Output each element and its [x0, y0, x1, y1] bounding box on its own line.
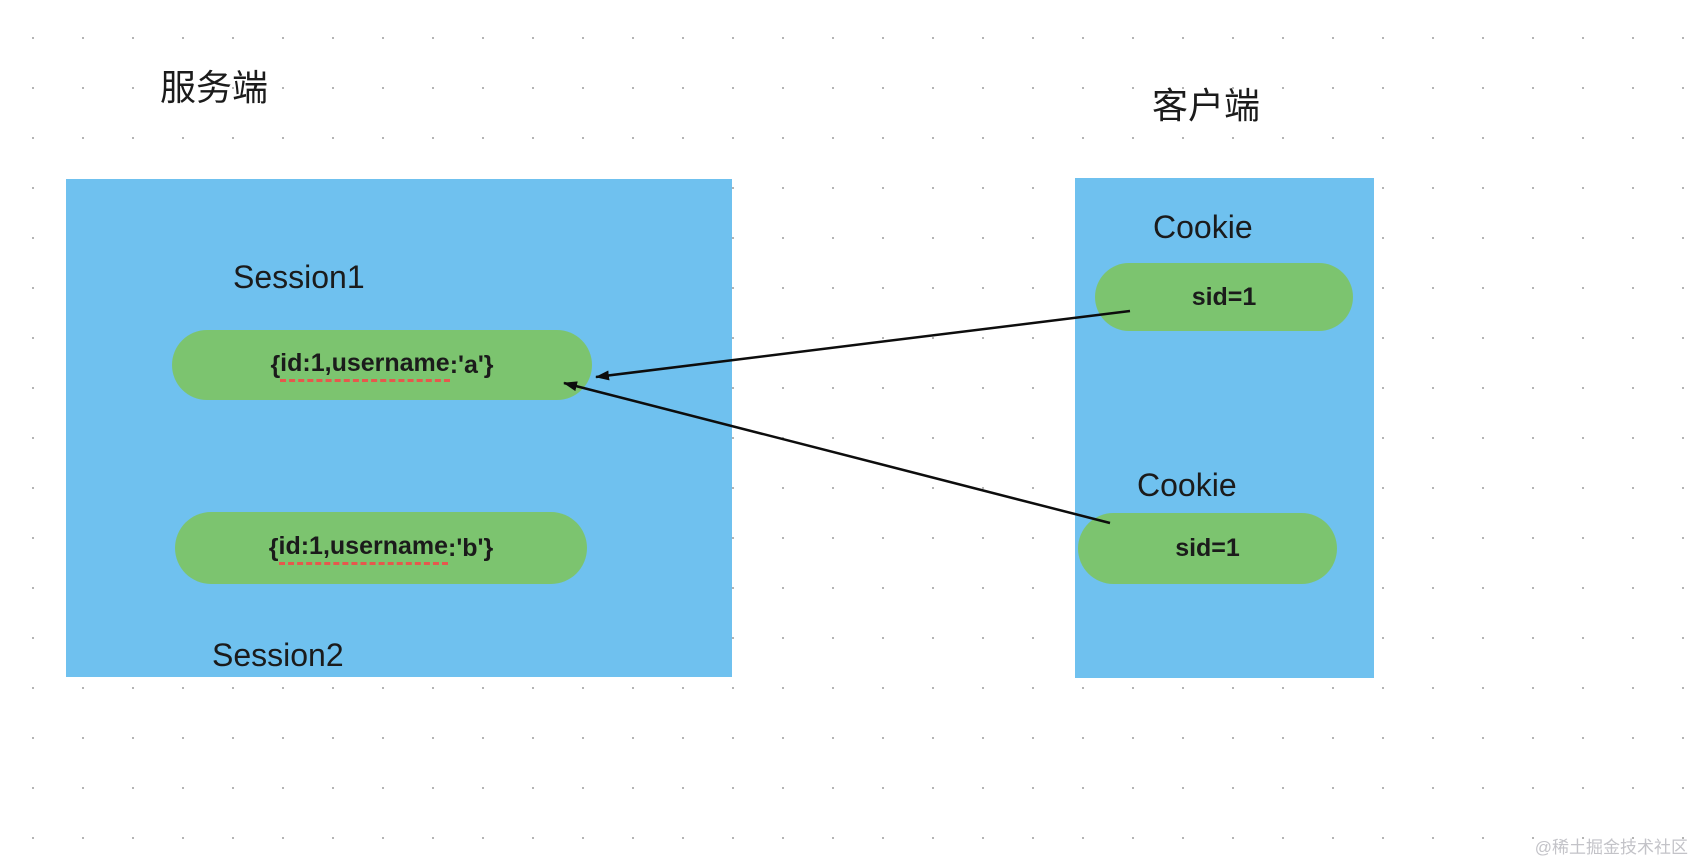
session-1-value-prefix: { — [270, 350, 281, 379]
cookie-2-value: sid=1 — [1175, 534, 1240, 562]
session-2-value-underlined: id:1,username — [278, 532, 449, 565]
session-1-label: Session1 — [233, 259, 365, 295]
session-pill-2: {id:1,username:'b'} — [175, 512, 587, 584]
session-1-value-underlined: id:1,username — [280, 349, 450, 382]
cookie-2-label: Cookie — [1137, 467, 1237, 503]
watermark: @稀土掘金技术社区 — [1534, 838, 1688, 857]
cookie-pill-2: sid=1 — [1078, 513, 1337, 584]
client-title: 客户端 — [1152, 85, 1261, 126]
session-pill-1: {id:1,username:'a'} — [172, 330, 592, 400]
cookie-1-value: sid=1 — [1191, 282, 1257, 311]
server-panel — [66, 179, 732, 677]
session-1-value-suffix: :'a'} — [449, 350, 494, 379]
session-2-label: Session2 — [212, 637, 344, 673]
cookie-pill-1: sid=1 — [1095, 263, 1353, 331]
cookie-1-label: Cookie — [1153, 209, 1253, 245]
session-2-value-prefix: { — [268, 533, 279, 562]
session-2-value-suffix: :'b'} — [448, 533, 494, 562]
client-panel — [1075, 178, 1374, 678]
server-title: 服务端 — [160, 67, 269, 108]
